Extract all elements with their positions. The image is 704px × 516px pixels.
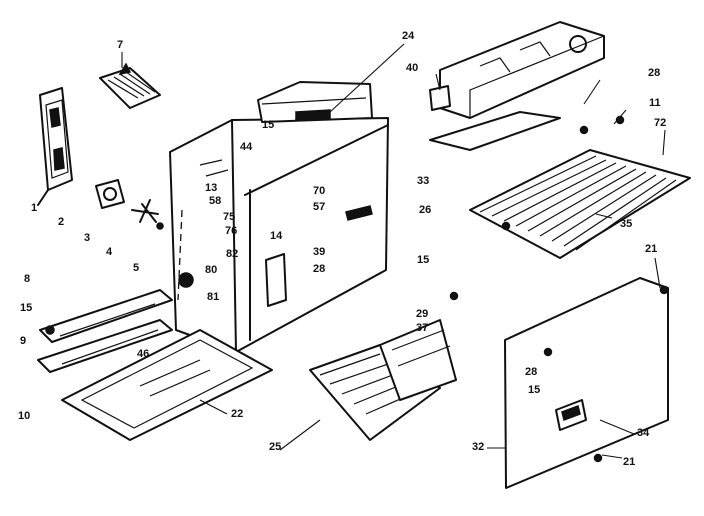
- callout-label: 28: [525, 366, 538, 378]
- callout-label: 22: [231, 408, 244, 420]
- callout-label: 21: [645, 243, 658, 255]
- callout-label: 25: [269, 441, 282, 453]
- fasteners: [45, 115, 669, 463]
- callout-label: 4: [106, 246, 113, 258]
- callout-label: 9: [20, 335, 27, 347]
- callout-label: 82: [226, 248, 239, 260]
- callout-label: 11: [649, 97, 661, 109]
- callout-label: 35: [620, 218, 633, 230]
- part-oven-rack: [469, 149, 691, 259]
- callout-label: 75: [223, 211, 236, 223]
- callout-label: 24: [402, 30, 415, 42]
- callout-label: 58: [209, 195, 222, 207]
- part-side-bracket: [37, 87, 73, 206]
- callout-label: 44: [240, 141, 253, 153]
- leader-lines: [121, 43, 666, 459]
- part-bottom-trim: [37, 289, 173, 373]
- callout-label: 15: [20, 302, 33, 314]
- callout-label: 5: [133, 262, 140, 274]
- part-side-panel: [504, 277, 669, 489]
- part-broiler-pan: [61, 329, 273, 441]
- part-small-grille: [99, 62, 161, 109]
- callout-label: 39: [313, 246, 326, 258]
- callout-label: 46: [137, 348, 150, 360]
- part-drawer-rail: [379, 319, 457, 401]
- callout-label: 13: [205, 182, 218, 194]
- callout-label: 76: [225, 225, 238, 237]
- part-fan-blade: [131, 199, 159, 223]
- part-motor: [95, 179, 125, 209]
- callout-label: 80: [205, 264, 218, 276]
- callout-label: 34: [637, 427, 650, 439]
- callout-label: 28: [313, 263, 326, 275]
- callout-label: 2: [58, 216, 65, 228]
- callout-label: 14: [270, 230, 283, 242]
- callout-label: 70: [313, 185, 326, 197]
- part-top-assembly: [429, 21, 605, 151]
- callout-label: 15: [528, 384, 541, 396]
- callout-label: 40: [406, 62, 419, 74]
- callout-label: 26: [419, 204, 432, 216]
- callout-label: 15: [417, 254, 430, 266]
- callout-label: 1: [31, 202, 38, 214]
- callout-label: 32: [472, 441, 485, 453]
- callout-label: 7: [117, 39, 124, 51]
- callout-label: 15: [262, 119, 275, 131]
- callout-label: 10: [18, 410, 31, 422]
- callout-label: 28: [648, 67, 661, 79]
- callout-label: 72: [654, 117, 667, 129]
- callout-label: 21: [623, 456, 636, 468]
- callout-label: 3: [84, 232, 91, 244]
- part-oven-cabinet: [169, 81, 389, 353]
- callout-label: 33: [417, 175, 430, 187]
- callout-label: 37: [416, 322, 429, 334]
- callout-label: 57: [313, 201, 326, 213]
- callout-label: 29: [416, 308, 429, 320]
- callout-label: 8: [24, 273, 31, 285]
- callout-label: 81: [207, 291, 220, 303]
